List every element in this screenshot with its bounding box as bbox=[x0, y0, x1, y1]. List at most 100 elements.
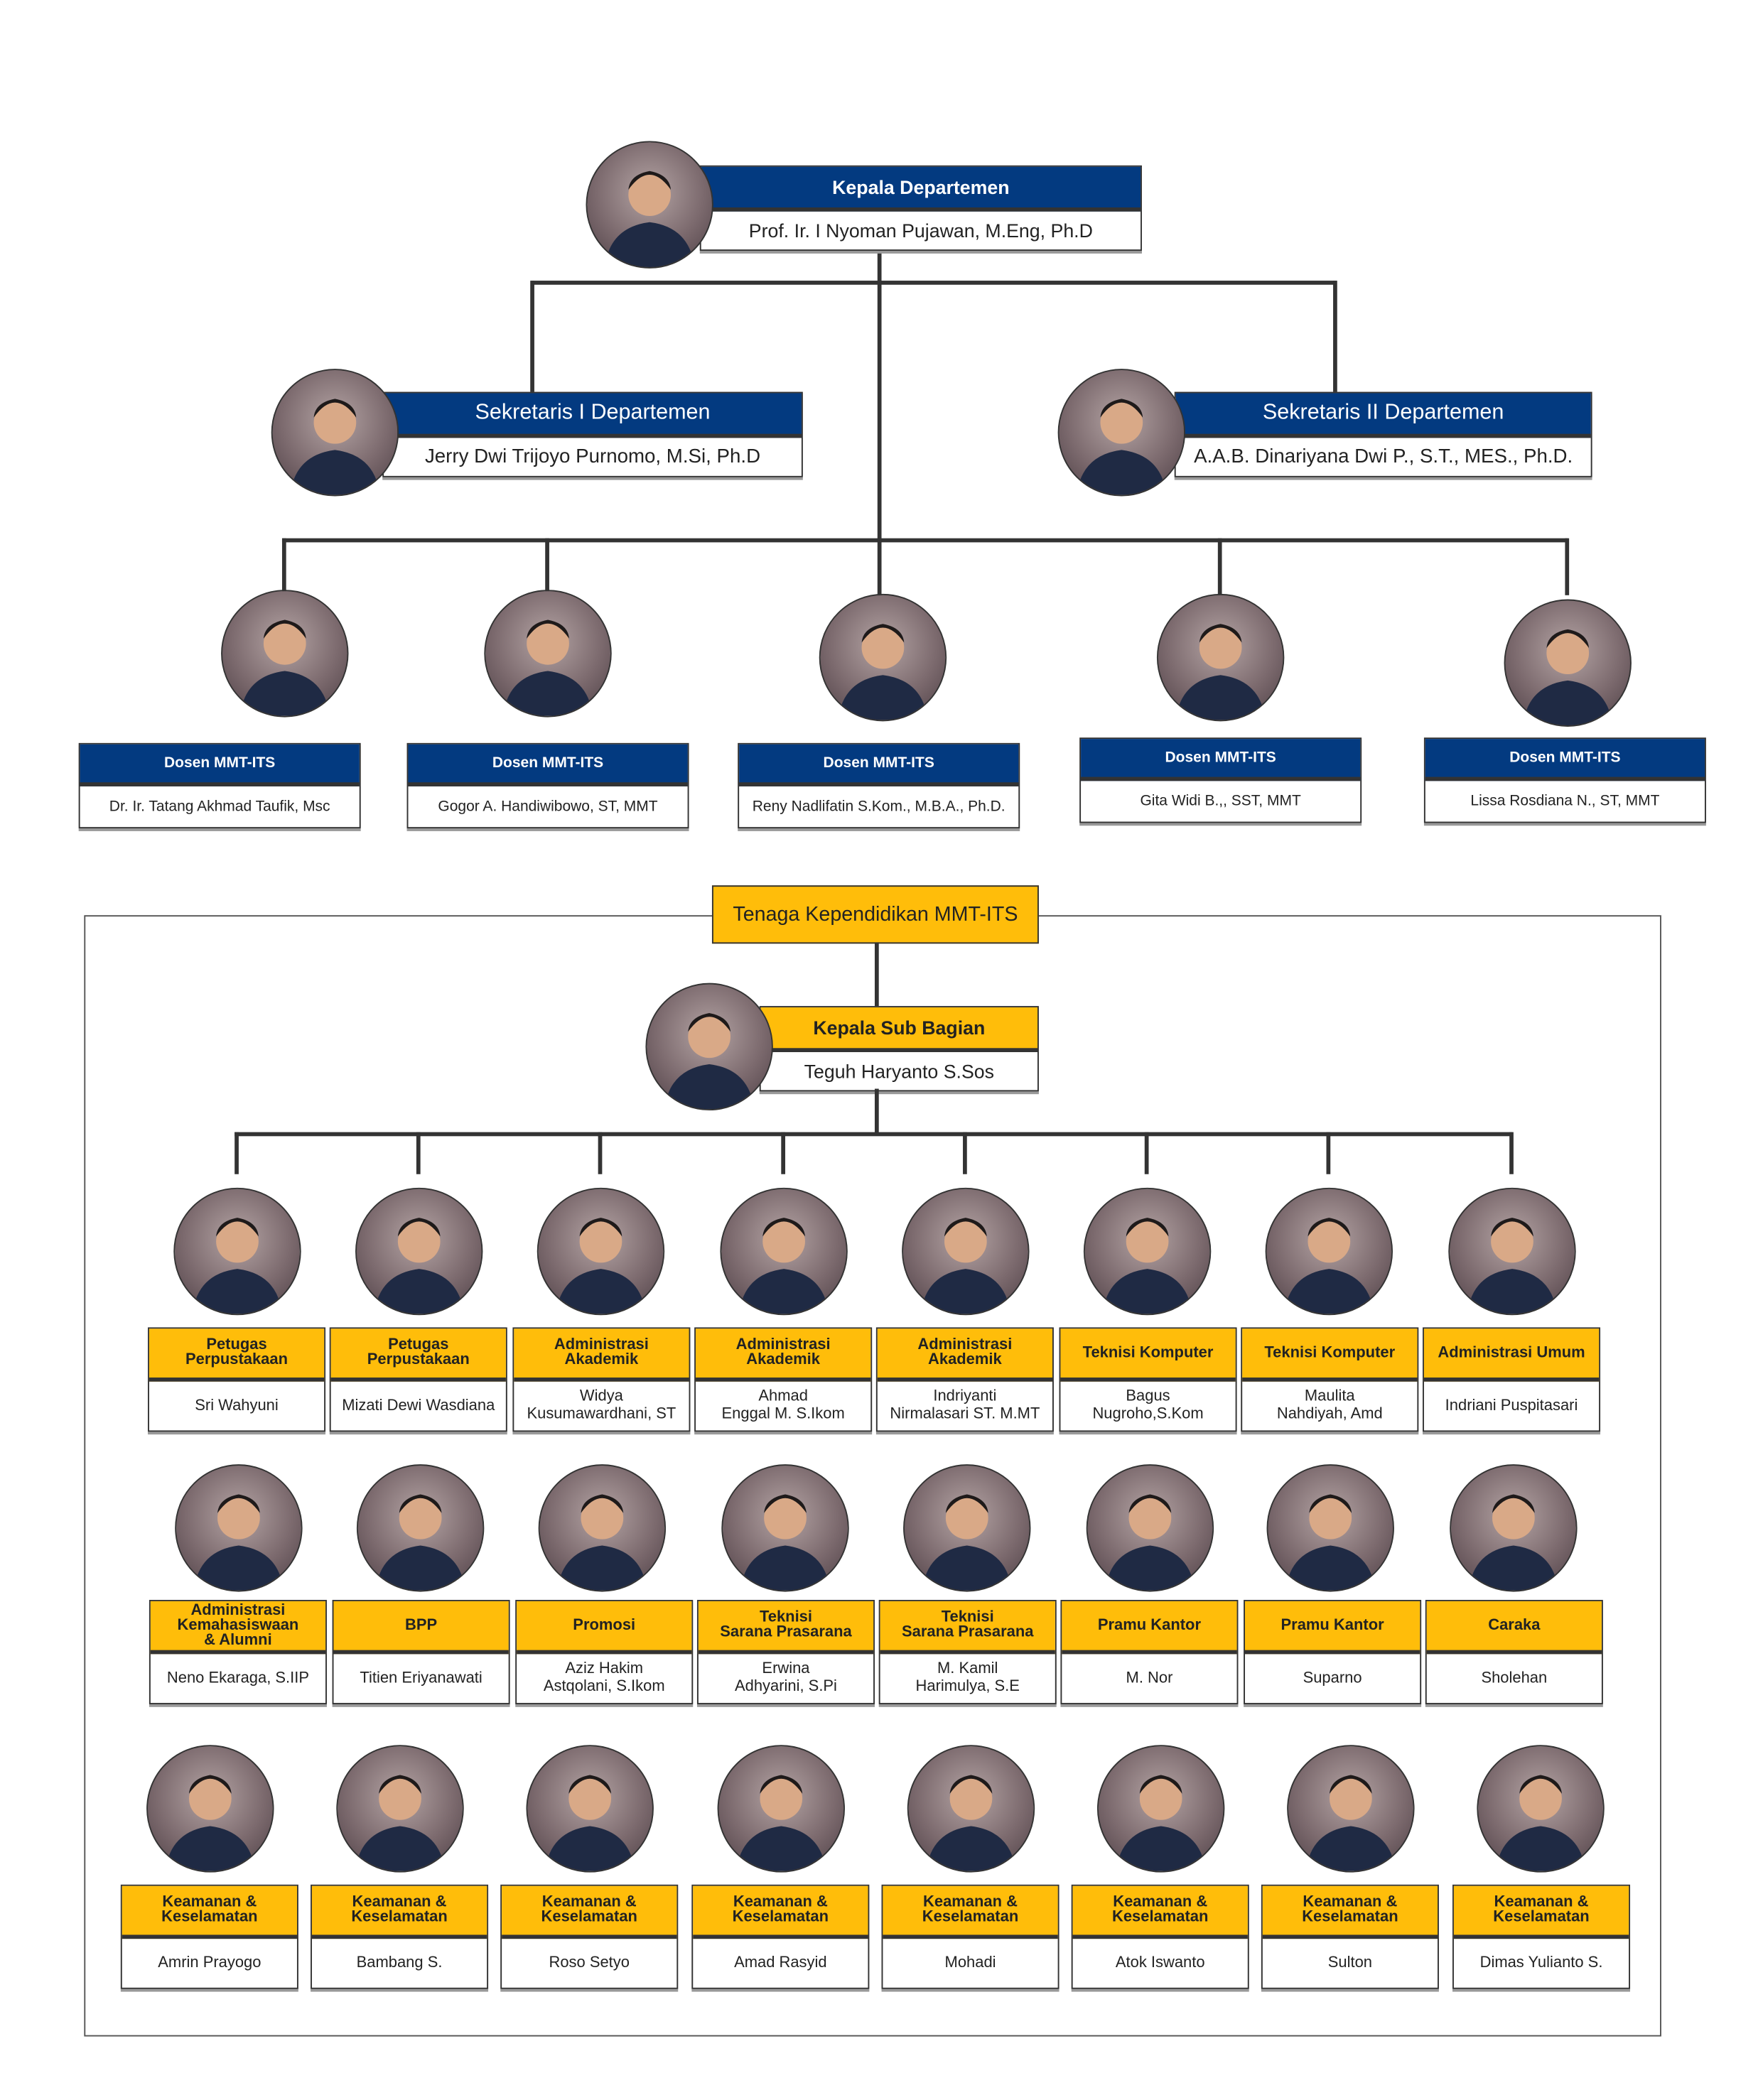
card-role: Sekretaris II Departemen bbox=[1175, 393, 1591, 438]
card-role: Teknisi Komputer bbox=[1060, 1328, 1236, 1382]
card-role: Kepala Sub Bagian bbox=[760, 1007, 1038, 1052]
person-silhouette-icon bbox=[1285, 1494, 1376, 1591]
card-name: Mizati Dewi Wasdiana bbox=[342, 1397, 495, 1414]
connector-line bbox=[963, 1132, 967, 1174]
person-silhouette-icon bbox=[1077, 399, 1167, 495]
person-silhouette-icon bbox=[736, 1775, 826, 1871]
staff-photo bbox=[1083, 1187, 1212, 1316]
card-role: Teknisi Komputer bbox=[1242, 1328, 1418, 1382]
staff-photo bbox=[903, 1464, 1031, 1592]
person-silhouette-icon bbox=[838, 624, 928, 720]
person-silhouette-icon bbox=[1468, 1494, 1559, 1591]
card-role: Keamanan &Keselamatan bbox=[502, 1885, 677, 1939]
staff-photo bbox=[356, 1464, 485, 1592]
person-silhouette-icon bbox=[556, 1218, 646, 1314]
staff-photo bbox=[526, 1745, 654, 1873]
card-name: Amad Rasyid bbox=[734, 1954, 827, 1971]
staff-photo bbox=[1266, 1464, 1394, 1592]
card-name: Neno Ekaraga, S.IIP bbox=[166, 1669, 309, 1687]
card-role: Kepala Departemen bbox=[701, 166, 1141, 212]
staff-photo bbox=[1287, 1745, 1415, 1873]
connector-line bbox=[877, 247, 882, 541]
card-name: Reny Nadlifatin S.Kom., M.B.A., Ph.D. bbox=[752, 799, 1005, 816]
staff-photo bbox=[720, 1187, 848, 1316]
connector-line bbox=[1217, 538, 1222, 595]
sub-head-photo bbox=[645, 983, 773, 1111]
connector-line bbox=[530, 281, 534, 394]
secretary-1-photo bbox=[271, 369, 399, 497]
card-name: Suparno bbox=[1303, 1669, 1362, 1687]
card-role: Promosi bbox=[517, 1601, 692, 1655]
card-role: Caraka bbox=[1426, 1601, 1602, 1655]
staff-photo bbox=[1265, 1187, 1393, 1316]
lecturer-photo bbox=[221, 590, 349, 718]
person-silhouette-icon bbox=[1523, 629, 1613, 726]
connector-line bbox=[532, 281, 1336, 285]
secretary-2-photo bbox=[1057, 369, 1186, 497]
staff-photo bbox=[721, 1464, 849, 1592]
person-silhouette-icon bbox=[374, 1218, 464, 1314]
connector-line bbox=[877, 538, 882, 595]
connector-line bbox=[1509, 1132, 1514, 1174]
connector-line bbox=[281, 538, 286, 595]
card-name: Amrin Prayogo bbox=[158, 1954, 262, 1971]
staff-photo bbox=[1096, 1745, 1225, 1873]
card-name: Gogor A. Handiwibowo, ST, MMT bbox=[438, 799, 658, 816]
card-name: Bambang S. bbox=[356, 1954, 443, 1971]
connector-line bbox=[234, 1132, 239, 1174]
person-silhouette-icon bbox=[239, 619, 330, 716]
card-name: Dimas Yulianto S. bbox=[1479, 1954, 1603, 1971]
staff-section-title: Tenaga Kependidikan MMT-ITS bbox=[711, 885, 1039, 944]
staff-photo bbox=[1086, 1464, 1214, 1592]
lecturer-photo bbox=[819, 593, 947, 722]
card-role: Administrasi Umum bbox=[1423, 1328, 1600, 1382]
card-name: Indriani Puspitasari bbox=[1445, 1397, 1578, 1414]
connector-line bbox=[1565, 538, 1570, 595]
staff-photo bbox=[1448, 1187, 1576, 1316]
card-role: Dosen MMT-ITS bbox=[1081, 739, 1361, 781]
card-name: Jerry Dwi Trijoyo Purnomo, M.Si, Ph.D bbox=[424, 445, 761, 468]
person-silhouette-icon bbox=[922, 1494, 1012, 1591]
staff-photo bbox=[336, 1745, 464, 1873]
person-silhouette-icon bbox=[557, 1494, 647, 1591]
connector-line bbox=[598, 1132, 603, 1174]
connector-line bbox=[874, 1088, 879, 1135]
person-silhouette-icon bbox=[165, 1775, 256, 1871]
card-role: Dosen MMT-ITS bbox=[80, 744, 360, 786]
person-silhouette-icon bbox=[355, 1775, 446, 1871]
card-name: Prof. Ir. I Nyoman Pujawan, M.Eng, Ph.D bbox=[748, 220, 1093, 242]
card-role: Keamanan &Keselamatan bbox=[1072, 1885, 1248, 1939]
staff-photo bbox=[175, 1464, 303, 1592]
card-role: Keamanan &Keselamatan bbox=[883, 1885, 1058, 1939]
person-silhouette-icon bbox=[1284, 1218, 1374, 1314]
person-silhouette-icon bbox=[740, 1494, 831, 1591]
card-role: Sekretaris I Departemen bbox=[384, 393, 802, 438]
